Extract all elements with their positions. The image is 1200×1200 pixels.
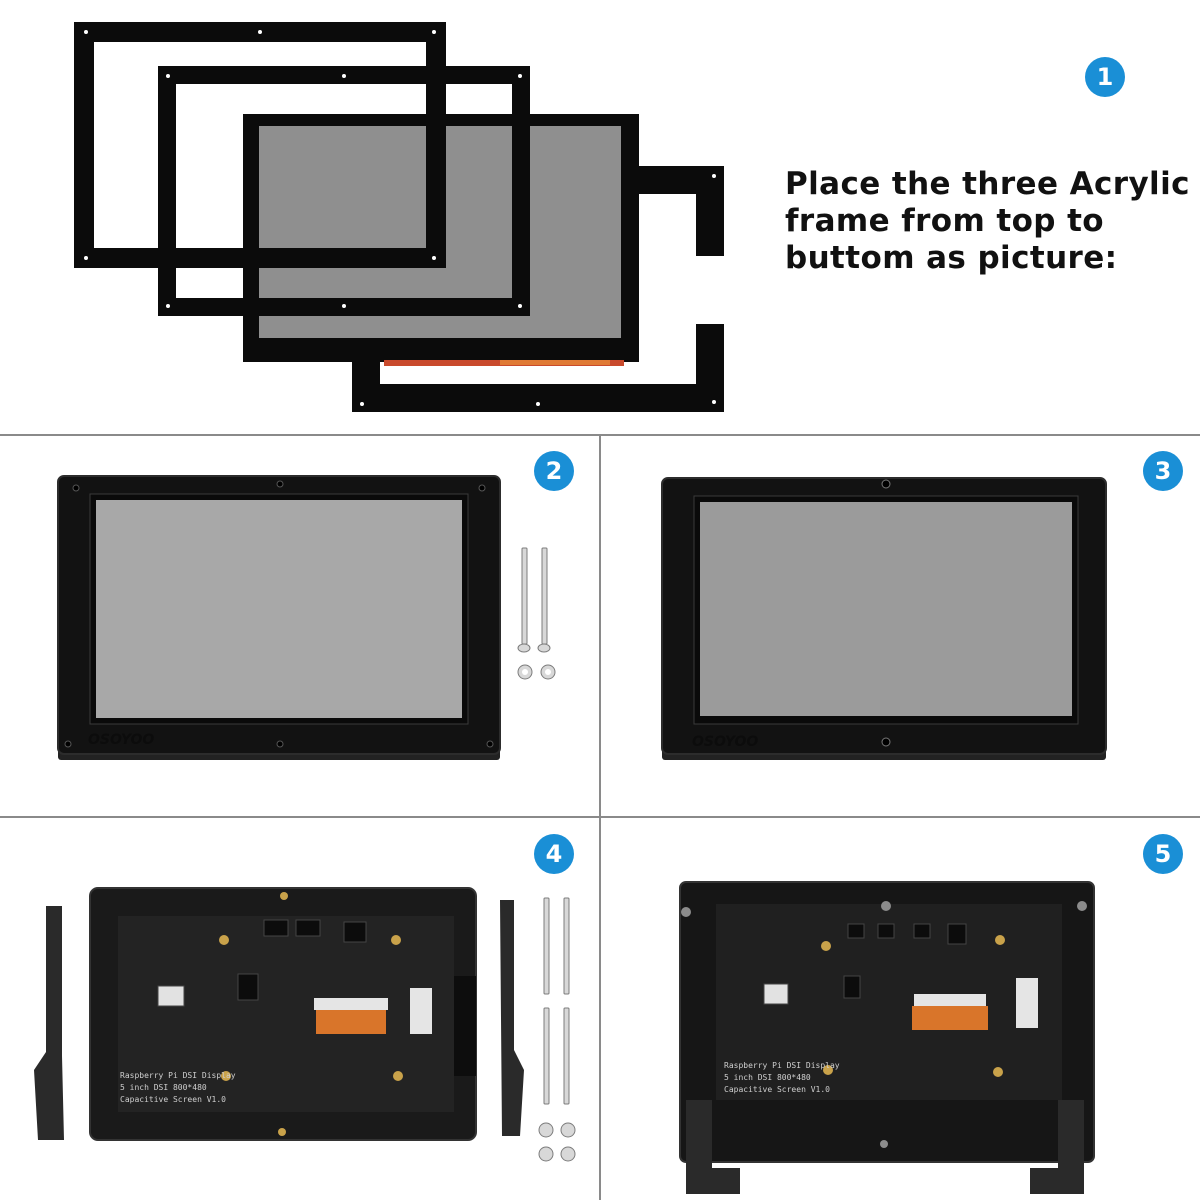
step-badge-4: 4 [534,834,574,874]
step2-front-assembly: OSOYOO [57,475,556,760]
step4-right-stand [500,900,524,1136]
step4-chips [157,919,367,1007]
step2-loose-screws [517,547,556,680]
step5-fpc-socket [914,994,986,1006]
instruction-line-2: frame from top to [785,203,1104,239]
step4-back-assembly: Raspberry Pi DSI Display 5 inch DSI 800*… [34,887,576,1162]
step5-pcb-label-1: Raspberry Pi DSI Display [724,1061,840,1070]
step5-side-socket [1016,978,1038,1028]
step5-right-stand [1030,1100,1084,1194]
step5-corner-screws [681,901,1087,1148]
step-badge-2: 2 [534,451,574,491]
step5-left-stand [686,1100,740,1194]
step5-flex-cable [912,1006,988,1030]
step5-pcb-label-3: Capacitive Screen V1.0 [724,1085,830,1094]
step4-dsi-connector [454,976,476,1076]
step-badge-5: 5 [1143,834,1183,874]
frame-screw-holes [84,30,716,406]
step2-brand-logo: OSOYOO [88,732,154,748]
step4-loose-screws [538,897,576,1162]
vertical-divider-upper [599,434,601,818]
step5-pcb-label-2: 5 inch DSI 800*480 [724,1073,811,1082]
step5-standoffs [821,935,1005,1077]
step3-screen [700,502,1072,716]
instruction-line-1: Place the three Acrylic [785,166,1190,202]
step4-side-socket [410,988,432,1034]
lcd-flex-cable [500,360,610,365]
instruction-line-3: buttom as picture: [785,240,1118,276]
step1-exploded-frames [74,22,724,412]
vertical-divider-lower [599,816,601,1200]
step4-fpc-socket [314,998,388,1010]
step3-brand-logo: OSOYOO [692,734,758,750]
step4-left-stand [34,906,64,1140]
step3-front-assembly: OSOYOO [661,477,1107,760]
step2-nut-holes [522,669,551,675]
step3-screws [881,479,891,747]
step5-chips [763,923,967,1005]
step5-standing-assembly: Raspberry Pi DSI Display 5 inch DSI 800*… [679,881,1095,1194]
step4-standoffs [219,892,403,1136]
step4-pcb-label-1: Raspberry Pi DSI Display [120,1071,236,1080]
step2-screen [96,500,462,718]
step-badge-1: 1 [1085,57,1125,97]
step4-flex-cable [316,1010,386,1034]
step2-screws [64,480,494,748]
step4-pcb-label-3: Capacitive Screen V1.0 [120,1095,226,1104]
step-badge-3: 3 [1143,451,1183,491]
instruction-text: Place the three Acrylic frame from top t… [785,166,1195,277]
step4-pcb-label-2: 5 inch DSI 800*480 [120,1083,207,1092]
